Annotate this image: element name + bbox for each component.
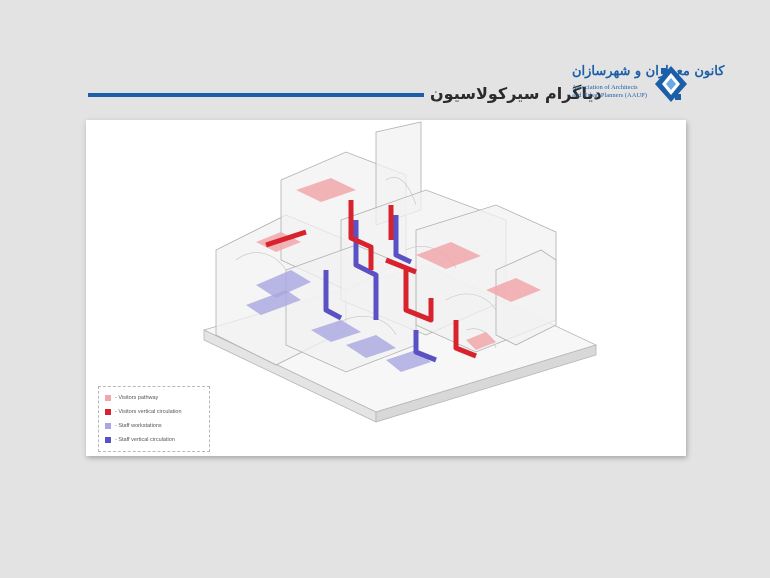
legend-item: - Staff vertical circulation xyxy=(105,435,175,445)
legend-label: - Visitors pathway xyxy=(115,395,159,401)
logo-name-fa: کانون معماران و شهرسازان xyxy=(572,64,725,79)
header-rule xyxy=(88,93,424,97)
legend-item: - Visitors vertical circulation xyxy=(105,407,182,417)
diagram-panel: - Visitors pathway - Visitors vertical c… xyxy=(86,120,686,456)
legend-item: - Staff workstations xyxy=(105,421,162,431)
logo: کانون معماران و شهرسازان Association of … xyxy=(568,64,724,104)
legend-label: - Visitors vertical circulation xyxy=(115,409,182,415)
legend-label: - Staff vertical circulation xyxy=(115,437,175,443)
logo-name-en-line2: and Urban Planners (AAUP) xyxy=(572,92,647,99)
legend-swatch xyxy=(105,423,111,429)
logo-name-en-line1: Association of Architects xyxy=(572,84,638,91)
legend: - Visitors pathway - Visitors vertical c… xyxy=(98,386,210,452)
legend-swatch xyxy=(105,395,111,401)
legend-swatch xyxy=(105,437,111,443)
legend-item: - Visitors pathway xyxy=(105,393,158,403)
circulation-diagram xyxy=(202,121,598,423)
aaup-logo-icon xyxy=(655,66,687,102)
page-title: دیاگرام سیرکولاسیون xyxy=(430,84,602,103)
legend-label: - Staff workstations xyxy=(115,423,162,429)
legend-swatch xyxy=(105,409,111,415)
